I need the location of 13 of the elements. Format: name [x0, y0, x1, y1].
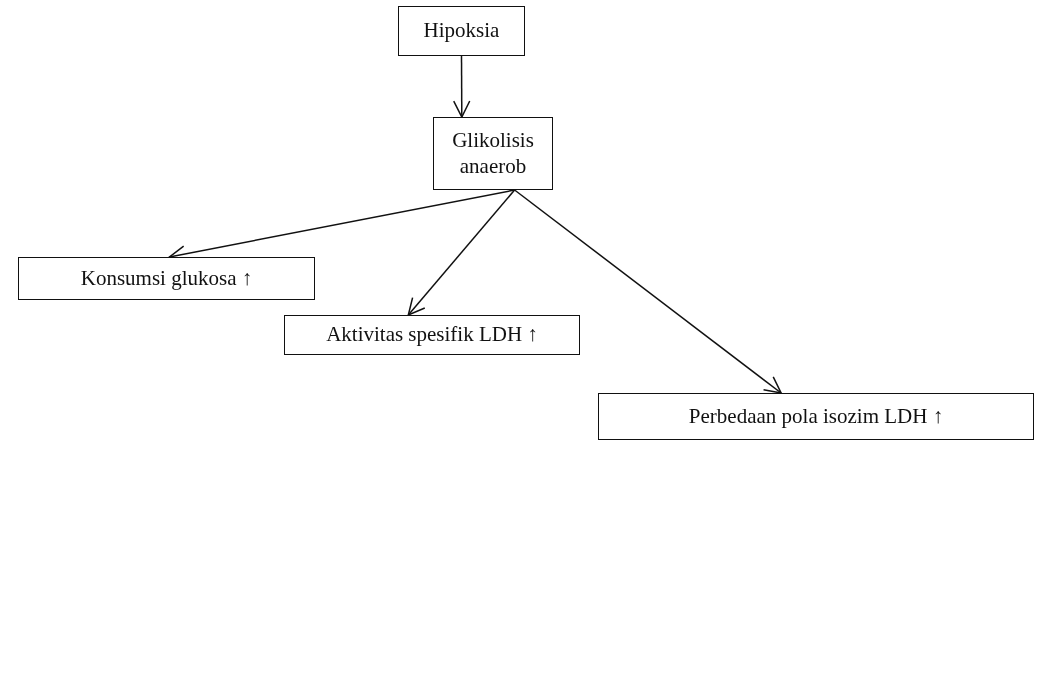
process-box — [433, 117, 553, 190]
arrow — [452, 55, 471, 118]
process-box — [284, 315, 580, 355]
box-label: Konsumsi glukosa ↑ — [79, 265, 254, 292]
process-box — [398, 6, 525, 56]
box-label: Perbedaan pola isozim LDH ↑ — [687, 403, 945, 430]
arrow — [513, 189, 782, 394]
arrow — [407, 189, 516, 316]
process-box — [598, 393, 1034, 440]
process-box — [18, 257, 315, 300]
box-label: Glikolisis anaerob — [451, 128, 535, 179]
box-label: Hipoksia — [422, 18, 501, 44]
box-label: Aktivitas spesifik LDH ↑ — [325, 322, 539, 348]
